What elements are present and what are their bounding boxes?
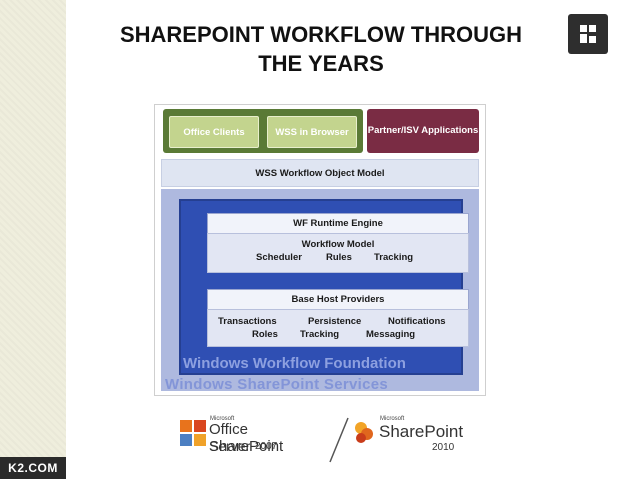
wss-services-label: Windows SharePoint Services — [165, 376, 389, 393]
sharepoint-2010-logo: Microsoft SharePoint 2010 — [352, 412, 464, 458]
moss-year: 2007 — [255, 441, 278, 452]
host-item: Transactions — [218, 316, 277, 327]
k2-logo-icon — [568, 14, 608, 54]
moss-microsoft-label: Microsoft — [210, 416, 235, 422]
sp-microsoft-label: Microsoft — [380, 416, 405, 422]
architecture-diagram: Office Clients WSS in Browser Partner/IS… — [154, 104, 486, 396]
wss-browser-box: WSS in Browser — [267, 116, 357, 148]
model-item: Rules — [326, 252, 352, 263]
wf-foundation-label: Windows Workflow Foundation — [183, 355, 406, 372]
brand-label: K2.COM — [0, 457, 66, 479]
workflow-model-box: Workflow Model Scheduler Rules Tracking — [207, 233, 469, 273]
model-item: Scheduler — [256, 252, 302, 263]
host-providers-items: Transactions Persistence Notifications R… — [207, 309, 469, 347]
office-clients-box: Office Clients — [169, 116, 259, 148]
workflow-model-label: Workflow Model — [301, 239, 375, 250]
office-sharepoint-2007-logo: Microsoft Office SharePoint Server 2007 — [178, 412, 323, 458]
model-item: Tracking — [374, 252, 414, 263]
slide-title: SHAREPOINT WORKFLOW THROUGH THE YEARS — [86, 20, 556, 78]
host-providers-label: Base Host Providers — [291, 294, 385, 305]
client-group: Office Clients WSS in Browser — [163, 109, 363, 153]
object-model-label: WSS Workflow Object Model — [255, 168, 385, 179]
host-item: Persistence — [308, 316, 362, 327]
left-decorative-band — [0, 0, 66, 479]
office-logo-icon — [180, 420, 206, 446]
partner-applications-box: Partner/ISV Applications — [367, 109, 479, 153]
title-line-1: SHAREPOINT WORKFLOW THROUGH — [119, 22, 523, 47]
sp-product-name: SharePoint — [379, 422, 464, 441]
sp-year: 2010 — [432, 442, 455, 453]
runtime-engine-label: WF Runtime Engine — [293, 218, 383, 229]
host-item: Tracking — [300, 329, 340, 340]
host-item: Roles — [252, 329, 278, 340]
moss-product-line2: Server — [209, 438, 251, 454]
host-item: Messaging — [366, 329, 416, 340]
title-line-2: THE YEARS — [258, 51, 384, 76]
sharepoint-logo-icon — [355, 422, 373, 443]
object-model-box: WSS Workflow Object Model — [161, 159, 479, 187]
moss-product-line1: Office SharePoint — [209, 421, 284, 455]
divider-slash-icon — [329, 417, 349, 463]
host-item: Notifications — [388, 316, 446, 327]
